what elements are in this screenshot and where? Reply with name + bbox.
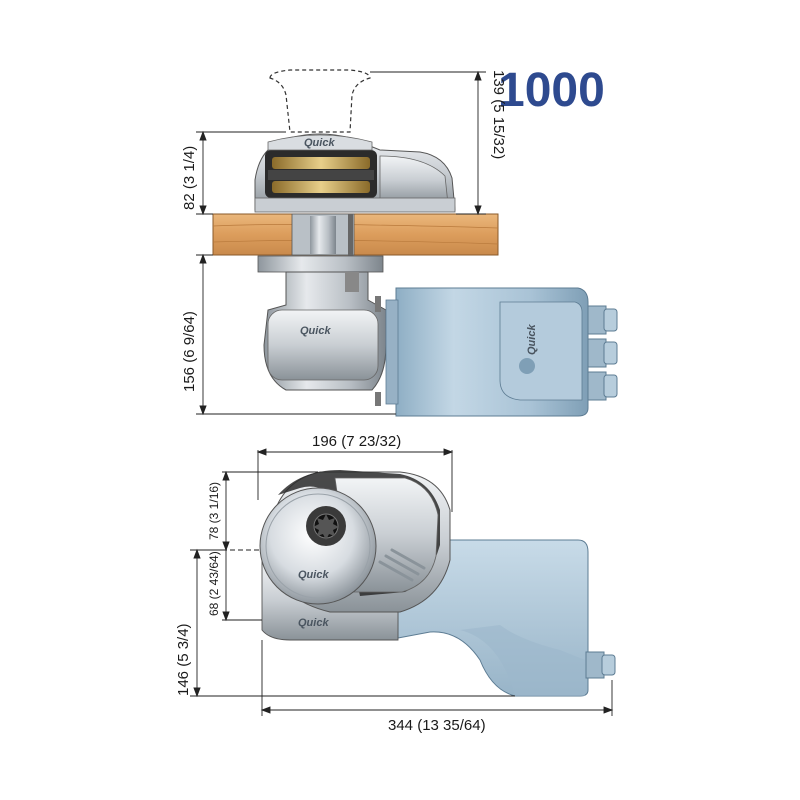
cable-glands [587,305,618,401]
drum-logo: Quick [298,569,329,581]
capstan-outline-dashed [269,69,371,133]
top-view: Quick Quick [259,470,616,697]
dim-total-length: 344 (13 35/64) [388,717,486,734]
dim-lower-offset: 68 (2 43/64) [207,551,221,616]
dim-upper-offset: 78 (3 1/16) [207,482,221,540]
dim-top-width: 196 (7 23/32) [312,433,401,450]
model-number: 1000 [498,64,605,117]
motor-logo: Quick [526,324,538,355]
dim-total-depth: 146 (5 3/4) [175,623,192,696]
dim-deck-above: 82 (3 1/4) [181,146,198,210]
top-view-dimensions [190,448,614,716]
dim-top-height: 139 (5 15/32) [490,70,507,159]
deck-plank [212,213,499,256]
top-logo: Quick [304,137,335,149]
side-view: Quick Quick Quick [212,69,618,417]
capstan-drum [259,487,377,605]
under-deck-flange [257,255,384,273]
dim-below-deck: 156 (6 9/64) [181,311,198,392]
gearbox-logo: Quick [300,325,331,337]
base-logo: Quick [298,617,329,629]
side-view-dimensions [196,70,486,416]
